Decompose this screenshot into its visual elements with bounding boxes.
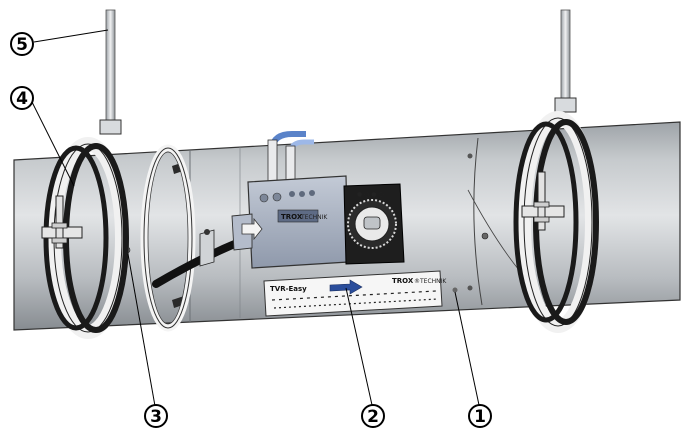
callout-1: 1 [468, 404, 492, 428]
duct-collar-ring [140, 144, 196, 332]
pipe-clamp-right [513, 111, 599, 333]
svg-text:1: 1 [474, 407, 486, 427]
actuator-brand-label: TROX [281, 213, 303, 221]
label-plate-left-text: TVR-Easy [270, 285, 307, 293]
svg-text:3: 3 [150, 407, 162, 427]
pressure-tubes [267, 131, 314, 185]
svg-text:2: 2 [367, 407, 379, 427]
svg-text:5: 5 [16, 35, 28, 55]
callout-2: 2 [361, 404, 385, 428]
callout-leaders [29, 29, 480, 407]
label-plate: TVR-Easy TROX ®TECHNIK [263, 270, 447, 317]
hanging-rod-left [99, 9, 122, 135]
callout-5: 5 [10, 32, 34, 56]
actuator: TROX TECHNIK ● ○ ● ○ [231, 175, 405, 269]
pipe-clamp-left [41, 137, 129, 339]
actuator-sub-label: TECHNIK [300, 214, 328, 221]
hanging-rod-right [554, 9, 577, 113]
label-plate-right-text: TROX [392, 277, 414, 285]
label-plate-right-suffix: ®TECHNIK [414, 278, 447, 285]
callout-4: 4 [10, 86, 34, 110]
svg-text:● ○ ● ○: ● ○ ● ○ [357, 191, 384, 198]
svg-text:4: 4 [16, 89, 28, 109]
callout-3: 3 [144, 404, 168, 428]
